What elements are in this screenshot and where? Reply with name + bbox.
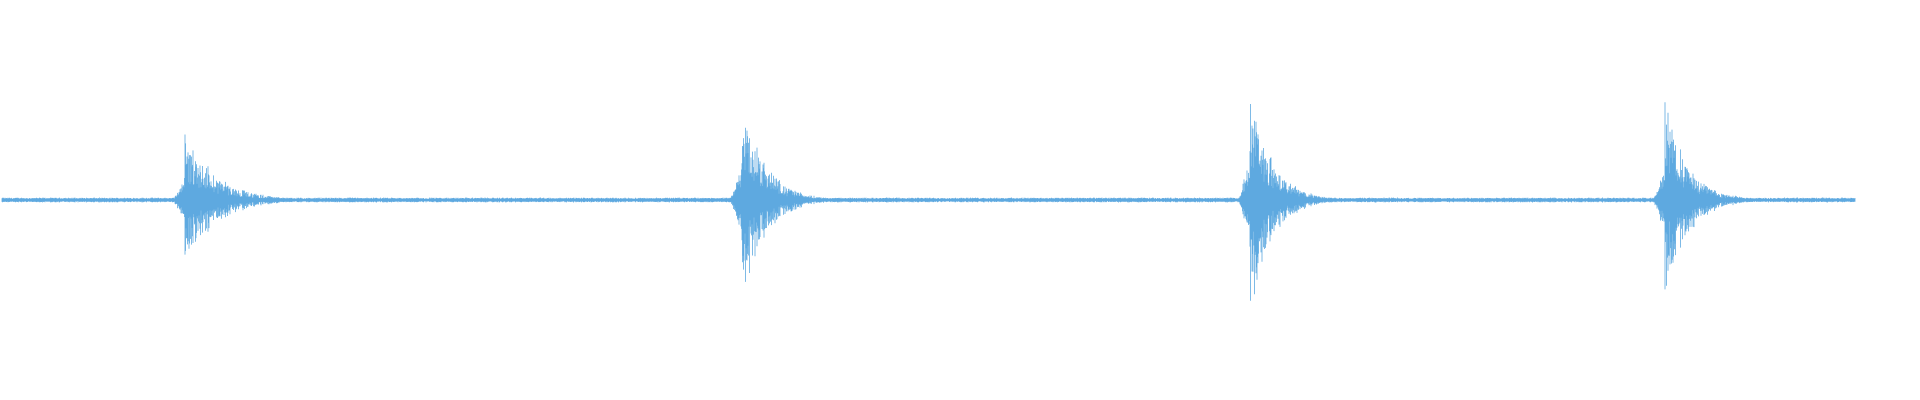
waveform-samples — [1, 102, 1856, 301]
